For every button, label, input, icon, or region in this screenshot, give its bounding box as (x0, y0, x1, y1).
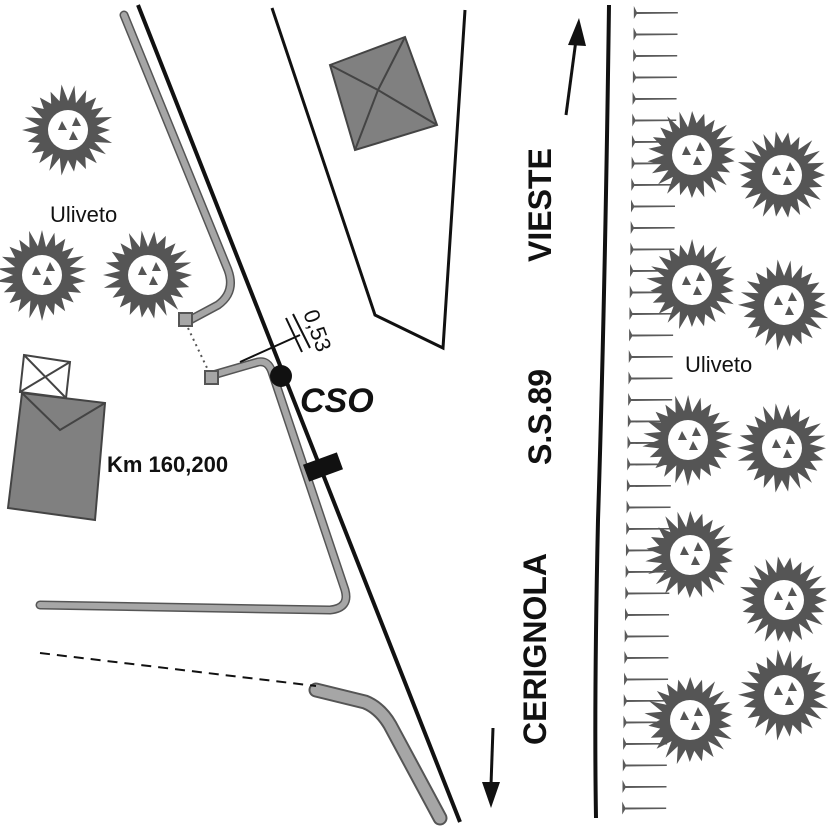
hatch-mark (623, 694, 668, 707)
hatch-mark (625, 608, 670, 621)
hatch-mark (630, 221, 675, 234)
pipelines (35, 10, 448, 826)
olive-tree-icon (645, 511, 734, 598)
parcel-boundary (270, 7, 467, 351)
hatch-mark (631, 156, 676, 170)
olive-tree-icon (737, 131, 825, 218)
hatch-mark (631, 135, 676, 148)
arrow-south-icon (482, 727, 500, 808)
hatch-mark (627, 436, 672, 449)
manhole-2 (204, 370, 219, 385)
road-edge-right (593, 4, 611, 819)
olive-tree-icon (738, 259, 828, 351)
hatch-mark (628, 371, 673, 385)
hatch-mark (627, 457, 672, 471)
dashed-boundary (39, 652, 317, 687)
hatch-mark (628, 393, 673, 406)
olive-tree-icon (647, 111, 736, 198)
olive-tree-icon (103, 230, 192, 319)
km-marker (303, 452, 343, 482)
distance-dimension (239, 313, 311, 363)
olive-tree-icon (739, 556, 827, 643)
olive-tree-icon (646, 239, 735, 330)
building-left (6, 391, 107, 522)
hatch-mark (633, 49, 678, 62)
hatch-mark (624, 672, 669, 686)
arrow-north-icon (564, 18, 586, 116)
olive-tree-icon (22, 84, 113, 176)
hatch-mark (627, 414, 672, 428)
olive-trees (0, 84, 828, 765)
hatch-mark (628, 350, 673, 363)
manhole-1 (178, 312, 193, 327)
hatch-mark (624, 651, 669, 664)
hatch-mark (626, 479, 671, 492)
distance-label: 0,53 (298, 306, 336, 355)
direction-label-cerignola: CERIGNOLA (517, 553, 553, 745)
road-edge-left (136, 4, 462, 823)
hatch-mark (632, 92, 677, 105)
hatch-mark (624, 629, 669, 643)
hatch-mark (629, 328, 674, 342)
olive-grove-label-right: Uliveto (685, 352, 752, 377)
dotted-connection (187, 327, 209, 371)
direction-label-vieste: VIESTE (522, 148, 558, 262)
hatch-mark (625, 543, 670, 557)
olive-tree-icon (738, 649, 828, 741)
hatch-mark (629, 285, 674, 299)
hatch-mark (629, 307, 674, 320)
olive-tree-icon (737, 403, 826, 493)
hatch-mark (631, 178, 676, 191)
km-marker-label: Km 160,200 (107, 452, 228, 477)
building-left-roof (21, 392, 106, 432)
olive-tree-icon (642, 395, 733, 486)
hatch-mark (623, 737, 668, 750)
olive-tree-icon (644, 677, 733, 765)
hatch-mark (630, 242, 675, 256)
hatch-mark (625, 565, 670, 578)
hatch-mark (622, 801, 667, 815)
hatch-mark (626, 500, 671, 514)
olive-grove-label-left: Uliveto (50, 202, 117, 227)
hatch-mark (633, 6, 678, 19)
hatch-mark (625, 586, 670, 600)
road-name-label: S.S.89 (522, 369, 558, 465)
hatch-mark (630, 199, 675, 213)
cso-label: CSO (300, 382, 374, 420)
building-top-ridge2 (354, 89, 379, 151)
hatch-mark (632, 70, 677, 84)
building-top-ridge (377, 89, 438, 126)
embankment-hatching (622, 6, 678, 815)
hatch-mark (622, 758, 667, 772)
hatch-mark (623, 715, 668, 729)
hatch-mark (630, 264, 675, 277)
shed-left-cross (19, 354, 71, 399)
hatch-mark (622, 780, 667, 793)
hatch-mark (626, 522, 671, 535)
cso-point (270, 365, 292, 387)
hatch-mark (632, 113, 677, 127)
hatch-mark (633, 27, 678, 41)
olive-tree-icon (0, 230, 87, 321)
